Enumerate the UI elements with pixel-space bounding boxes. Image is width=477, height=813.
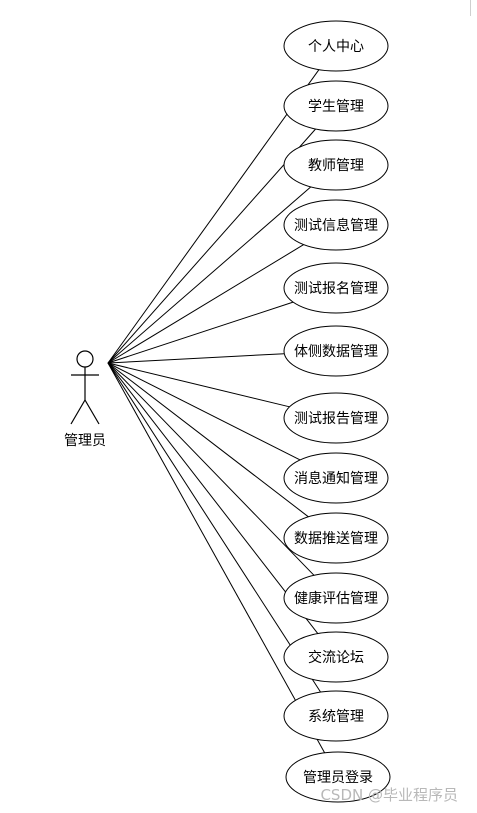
actor-name: 管理员 (64, 433, 106, 449)
use-case-ellipse (283, 262, 389, 314)
use-case: 测试报告管理 (283, 392, 389, 444)
use-case-label: 管理员登录 (303, 770, 373, 786)
use-case-ellipse (283, 139, 389, 191)
use-case-label: 测试报告管理 (294, 411, 378, 427)
use-case: 体侧数据管理 (283, 325, 389, 377)
use-case-label: 个人中心 (308, 39, 364, 55)
use-case-ellipse (283, 631, 389, 683)
actor: 管理员 (64, 350, 106, 449)
use-case-ellipse (283, 572, 389, 624)
association-line (107, 301, 294, 364)
use-case-label: 健康评估管理 (294, 590, 378, 607)
use-case-ellipse (283, 80, 389, 132)
association-lines (107, 69, 326, 754)
association-line (107, 362, 326, 754)
use-case: 个人中心 (283, 20, 389, 72)
association-line (107, 362, 319, 634)
use-case-label: 教师管理 (308, 158, 364, 174)
association-line (107, 244, 304, 364)
use-case-ellipse (285, 751, 391, 803)
page-edge-mark (470, 0, 471, 16)
use-case-label: 系统管理 (308, 709, 364, 725)
use-case: 测试报名管理 (283, 262, 389, 314)
association-line (107, 362, 290, 408)
use-case-label: 学生管理 (308, 99, 364, 115)
use-cases: 个人中心学生管理教师管理测试信息管理测试报名管理体侧数据管理测试报告管理消息通知… (283, 20, 391, 803)
use-case: 数据推送管理 (283, 512, 389, 564)
use-case-ellipse (283, 392, 389, 444)
use-case: 教师管理 (283, 139, 389, 191)
association-line (107, 69, 320, 364)
use-case-ellipse (283, 452, 389, 504)
association-line (107, 186, 312, 364)
use-case-label: 数据推送管理 (294, 531, 378, 547)
association-line (107, 362, 315, 576)
association-line (107, 362, 322, 693)
association-line (107, 353, 285, 364)
use-case-label: 测试报名管理 (294, 281, 378, 297)
use-case: 学生管理 (283, 80, 389, 132)
use-case: 系统管理 (283, 690, 389, 742)
watermark: CSDN @毕业程序员 (320, 786, 458, 804)
use-case-label: 交流论坛 (308, 649, 364, 666)
actor-head (76, 350, 94, 368)
association-line (107, 128, 316, 364)
use-case-label: 测试信息管理 (294, 217, 378, 234)
use-case: 交流论坛 (283, 631, 389, 683)
use-case-ellipse (283, 20, 389, 72)
actor-right-leg (84, 399, 100, 425)
actor-left-leg (70, 399, 86, 425)
use-case: 测试信息管理 (283, 199, 389, 251)
use-case: 消息通知管理 (283, 452, 389, 504)
use-case-ellipse (283, 512, 389, 564)
use-case-label: 体侧数据管理 (294, 344, 378, 360)
use-case-ellipse (283, 690, 389, 742)
association-line (107, 362, 301, 461)
use-case-ellipse (283, 325, 389, 377)
use-case: 健康评估管理 (283, 572, 389, 624)
association-line (107, 362, 309, 518)
use-case-label: 消息通知管理 (294, 470, 378, 487)
use-case: 管理员登录 (285, 751, 391, 803)
use-case-ellipse (283, 199, 389, 251)
